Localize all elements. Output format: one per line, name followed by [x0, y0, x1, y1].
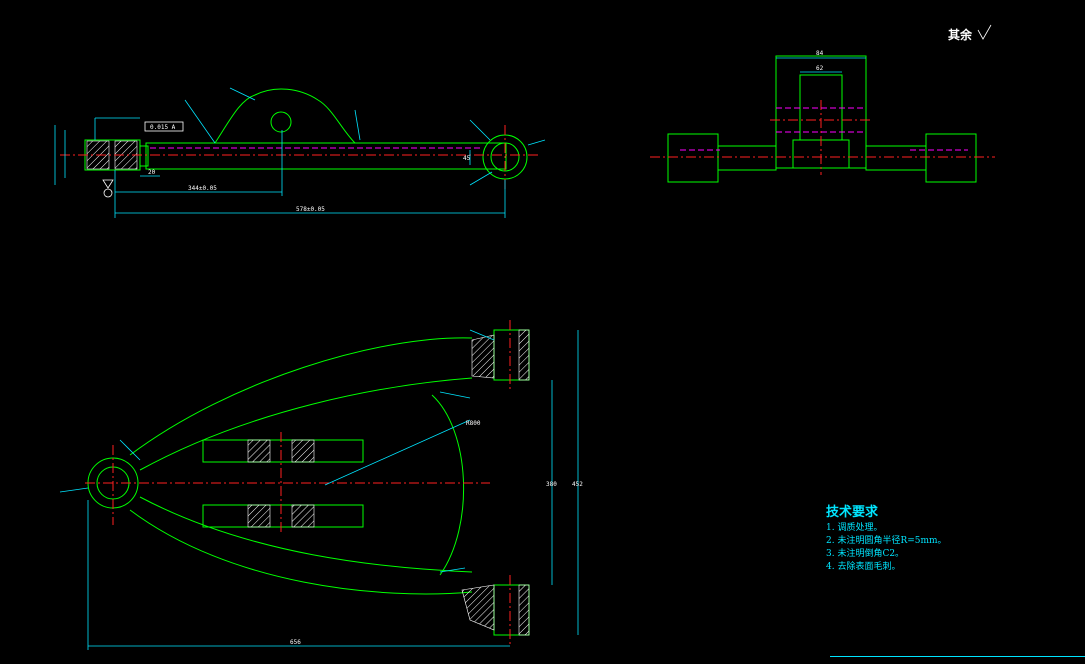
- tolerance-text: 0.015 A: [150, 124, 176, 131]
- lower-bush-hatch-2: [518, 584, 530, 636]
- arm-body: [145, 142, 507, 170]
- upper-bush-hatch: [471, 334, 495, 379]
- arch-lug: [214, 88, 356, 144]
- slot-upper-hatch-2: [291, 439, 315, 463]
- leader-4: [469, 119, 491, 141]
- leader-5: [469, 171, 493, 186]
- leader-r-upper: [439, 391, 471, 399]
- roughness-note: 其余: [948, 27, 973, 42]
- upper-bush-hatch-2: [518, 329, 530, 381]
- leader-6: [527, 139, 546, 146]
- lower-arm-inner: [139, 496, 473, 573]
- dim-overall-text: 578±0.05: [296, 206, 325, 213]
- leader-r800: [324, 419, 471, 486]
- plan-view: 656 452 380 R800: [59, 320, 583, 650]
- requirement-3: 3. 未注明倒角C2。: [826, 547, 904, 559]
- requirement-2: 2. 未注明圆角半径R=5mm。: [826, 534, 947, 546]
- slot-lower: [202, 504, 364, 528]
- requirement-4: 4. 去除表面毛刺。: [826, 560, 900, 572]
- leader-2: [229, 87, 256, 101]
- side-right-bush: [925, 133, 977, 183]
- slot-upper: [202, 439, 364, 463]
- dim-r800: R800: [466, 420, 481, 427]
- leader-r-lower: [439, 567, 466, 573]
- lower-arm-outer: [129, 509, 473, 595]
- side-left-shaft: [717, 145, 777, 171]
- leader-1: [184, 99, 216, 144]
- upper-arm-outer: [129, 337, 473, 456]
- neck: [139, 145, 149, 167]
- dim-plan-length: 656: [290, 639, 301, 646]
- leader-pivot-2: [59, 487, 89, 493]
- dim-lever-text: 344±0.05: [188, 185, 217, 192]
- technical-requirements: 技术要求 1. 调质处理。 2. 未注明圆角半径R=5mm。 3. 未注明倒角C…: [826, 504, 947, 572]
- slot-upper-hatch-1: [247, 439, 271, 463]
- title-block-edge: [830, 656, 1085, 664]
- requirements-title: 技术要求: [826, 504, 879, 520]
- leader-pivot-1: [119, 439, 141, 461]
- upper-arm-inner: [139, 377, 473, 471]
- slot-lower-hatch-1: [247, 504, 271, 528]
- dim-plan-height-outer: 452: [572, 481, 583, 488]
- dim-top-inner: 62: [816, 65, 824, 72]
- side-view: 84 62: [650, 50, 995, 183]
- leader-3: [354, 109, 361, 141]
- requirement-1: 1. 调质处理。: [826, 521, 882, 533]
- lug-hole: [270, 111, 292, 133]
- side-left-bush: [667, 133, 719, 183]
- leader-upper-bush: [469, 329, 495, 341]
- datum-a-marker: [102, 179, 114, 189]
- dim-plan-height-inner: 380: [546, 481, 557, 488]
- slot-lower-hatch-2: [291, 504, 315, 528]
- side-right-shaft: [865, 145, 927, 171]
- front-view: 578±0.05 344±0.05 0.015 A 45 20: [54, 87, 546, 218]
- datum-a-circle: [103, 188, 113, 198]
- side-block: [775, 55, 867, 169]
- roughness-symbol: [977, 24, 992, 40]
- dim-top-width: 84: [816, 50, 824, 57]
- lower-bush-hatch: [461, 584, 495, 631]
- r800-arc: [431, 394, 465, 576]
- dim-thickness: 45: [463, 155, 471, 162]
- tolerance-frame: [144, 121, 184, 132]
- dim-r20: 20: [148, 169, 156, 176]
